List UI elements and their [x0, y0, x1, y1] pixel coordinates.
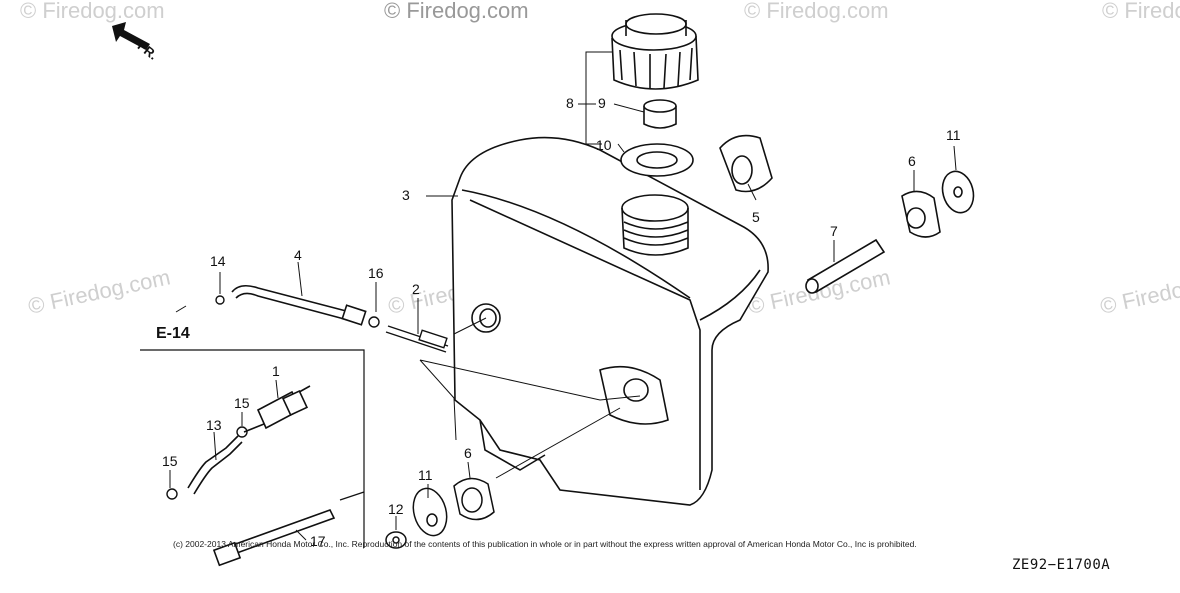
cap-insert — [643, 99, 677, 129]
hose-clips — [166, 426, 248, 500]
callout-9: 9 — [598, 95, 606, 111]
washer-lower — [412, 487, 448, 537]
callout-11-lower: 11 — [418, 467, 433, 483]
front-arrow-icon — [112, 22, 150, 50]
clips — [215, 295, 380, 328]
callout-15: 15 — [234, 395, 250, 411]
callout-3: 3 — [402, 187, 410, 203]
callout-17: 17 — [310, 533, 326, 549]
collar-tube — [805, 238, 886, 294]
callout-5: 5 — [752, 209, 760, 225]
bolt — [212, 509, 336, 567]
callout-12: 12 — [388, 501, 404, 517]
fuel-filter — [243, 385, 311, 433]
callout-6-lower: 6 — [464, 445, 472, 461]
watermark: © Firedog.com — [384, 0, 529, 23]
cap-gasket — [620, 143, 694, 177]
watermark: © Firedog.com — [1102, 0, 1180, 23]
inset-frame — [140, 349, 365, 548]
callout-10: 10 — [596, 137, 612, 153]
fuel-cap — [611, 13, 699, 90]
grommet — [719, 134, 773, 193]
watermark: © Firedog.com — [20, 0, 165, 23]
washer-right — [941, 170, 975, 214]
watermark: © Firedog.com — [744, 0, 889, 23]
washer-small — [385, 531, 407, 549]
callout-11: 11 — [946, 127, 961, 143]
reference-e14: E-14 — [156, 325, 190, 342]
callout-8: 8 — [566, 95, 574, 111]
callout-14: 14 — [210, 253, 226, 269]
callout-1: 1 — [272, 363, 280, 379]
grommet-right — [901, 190, 941, 238]
diagram-code: ZE92−E1700A — [1012, 557, 1111, 573]
grommet-lower — [453, 477, 495, 521]
fuel-tube — [231, 284, 367, 326]
callout-2: 2 — [412, 281, 420, 297]
callout-6: 6 — [908, 153, 916, 169]
fuel-tank — [451, 136, 769, 506]
watermark: © Firedog.com — [1098, 264, 1180, 319]
callout-4: 4 — [294, 247, 302, 263]
leader-lines — [169, 51, 957, 541]
fuel-joint — [385, 325, 449, 353]
callout-16: 16 — [368, 265, 384, 281]
callouts: 1 2 3 4 5 6 6 7 8 9 10 11 11 12 13 14 15… — [156, 95, 961, 549]
callout-7: 7 — [830, 223, 838, 239]
watermark: © Firedog.com — [26, 264, 173, 319]
copyright-notice: (c) 2002-2013 American Honda Motor Co., … — [173, 539, 917, 549]
callout-13: 13 — [206, 417, 222, 433]
callout-15-lower: 15 — [162, 453, 178, 469]
filter-hose — [187, 435, 243, 495]
